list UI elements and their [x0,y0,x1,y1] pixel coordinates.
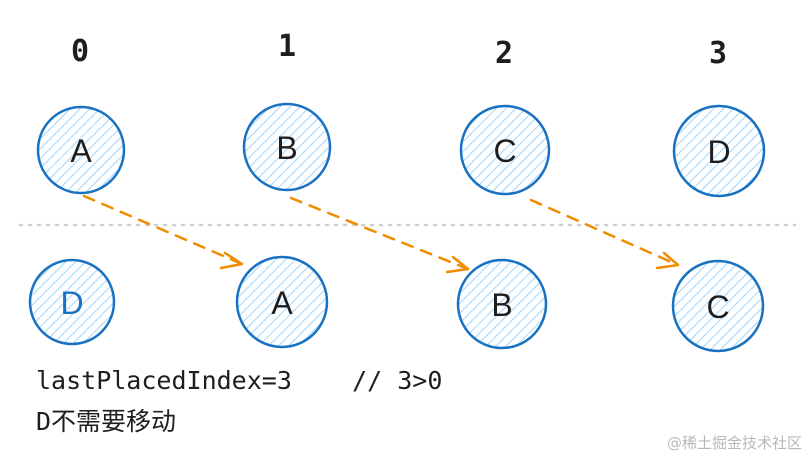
last-placed-index-text: lastPlacedIndex=3 // 3>0 [36,366,443,395]
index-label-0: 0 [71,34,89,69]
new-node-a-label: A [271,285,293,321]
new-node-a: A [235,255,329,349]
old-node-d: D [672,104,766,198]
arrow-b [289,196,470,274]
old-node-c-label: C [493,133,516,169]
old-node-a-label: A [70,133,92,169]
old-node-a: A [36,105,126,195]
new-node-d: D [28,258,116,346]
old-node-b: B [242,102,332,192]
old-node-c: C [459,104,551,196]
index-label-2: 2 [495,36,513,71]
new-node-c: C [671,259,765,353]
watermark: @稀土掘金技术社区 [666,434,802,452]
new-node-d-label: D [60,285,83,321]
arrow-c [529,198,680,270]
old-node-b-label: B [276,130,297,166]
new-node-c-label: C [706,289,729,325]
index-label-1: 1 [278,29,296,64]
no-move-note: D不需要移动 [36,407,177,436]
arrow-a [82,194,244,270]
new-node-b-label: B [491,287,512,323]
new-node-b: B [456,258,548,350]
old-node-d-label: D [707,134,730,170]
index-label-3: 3 [709,36,727,71]
